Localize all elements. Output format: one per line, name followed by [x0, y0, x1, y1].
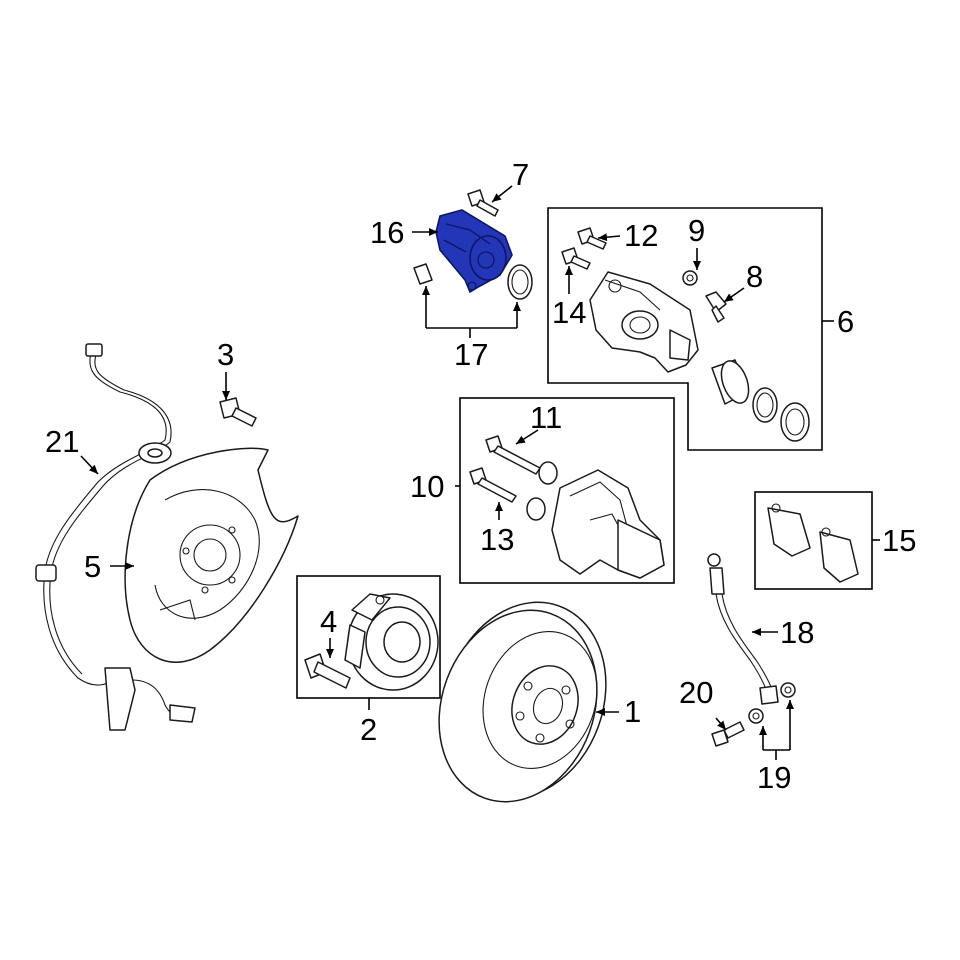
callout-2: 2 — [360, 712, 377, 747]
shield-bolt — [219, 397, 257, 427]
guide-pins — [469, 435, 541, 503]
abs-sensor-harness — [35, 343, 196, 731]
caliper-piston-and-seals — [711, 359, 810, 442]
parking-brake-actuator — [435, 209, 513, 294]
dust-shield — [124, 447, 299, 663]
caliper-bracket-box — [459, 397, 675, 584]
callout-10: 10 — [410, 469, 444, 504]
callout-6: 6 — [837, 304, 854, 339]
brake-rotor — [438, 601, 607, 803]
callout-13: 13 — [480, 522, 514, 557]
callout-16: 16 — [370, 215, 404, 250]
callout-19: 19 — [757, 760, 791, 795]
callout-5: 5 — [84, 549, 101, 584]
caliper-assembly-box — [547, 207, 823, 451]
hose-washers — [748, 682, 796, 724]
callout-9: 9 — [688, 213, 705, 248]
actuator-bolt — [467, 189, 499, 217]
hub-bolt — [304, 653, 351, 689]
pin-boots — [526, 461, 558, 521]
callout-7: 7 — [512, 157, 529, 192]
callout-1: 1 — [624, 694, 641, 729]
actuator-seal-kit — [413, 263, 533, 300]
callout-8: 8 — [746, 259, 763, 294]
caliper-bracket — [551, 469, 665, 579]
callout-17: 17 — [454, 337, 488, 372]
hose-bolt — [711, 721, 745, 747]
caliper-housing — [589, 271, 699, 373]
brake-hose — [707, 553, 779, 705]
callout-15: 15 — [882, 523, 916, 558]
bleeder-parts — [682, 270, 727, 323]
leader-lines — [80, 185, 880, 760]
callout-21: 21 — [45, 424, 79, 459]
callout-12: 12 — [624, 218, 658, 253]
callout-18: 18 — [780, 615, 814, 650]
hub-bearing — [344, 593, 439, 691]
callout-20: 20 — [679, 675, 713, 710]
callout-labels: 1 2 3 4 5 6 7 8 9 10 11 12 13 14 15 16 1… — [45, 157, 916, 795]
brake-pads — [767, 503, 859, 583]
callout-3: 3 — [217, 337, 234, 372]
caliper-bolts — [561, 227, 607, 270]
callout-4: 4 — [320, 604, 337, 639]
callout-14: 14 — [552, 295, 586, 330]
callout-11: 11 — [530, 400, 562, 435]
